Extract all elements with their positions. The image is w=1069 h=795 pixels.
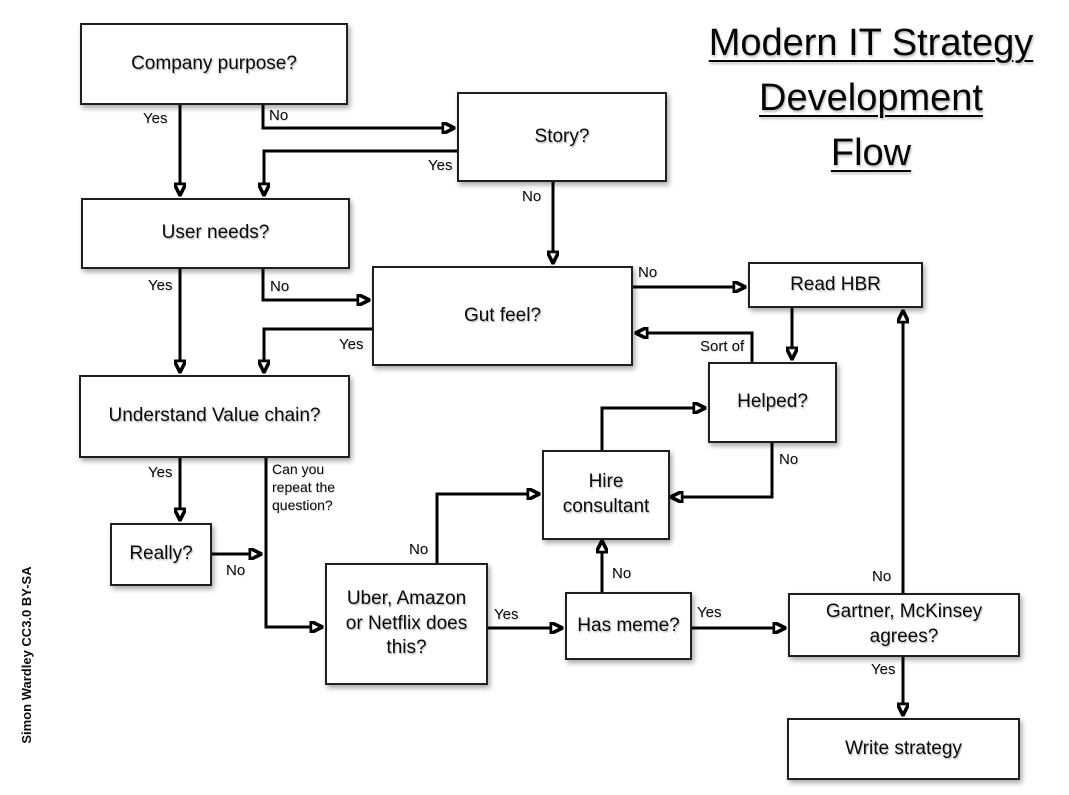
- node-user-needs-label: User needs?: [161, 222, 270, 244]
- node-uber-amazon-netflix-label: Uber, Amazon or Netflix does this?: [345, 587, 468, 659]
- node-company-purpose: Company purpose?: [80, 23, 348, 105]
- node-read-hbr: Read HBR: [748, 262, 923, 308]
- node-uber-amazon-netflix: Uber, Amazon or Netflix does this?: [325, 563, 488, 685]
- node-hire-consultant-label: Hire consultant: [562, 471, 650, 517]
- arrow-user-no-to-gut-feel: [261, 269, 358, 300]
- arrow-helped-sort-of-to-gut-feel: [647, 333, 754, 362]
- node-read-hbr-label: Read HBR: [790, 273, 881, 295]
- node-has-meme-label: Has meme?: [577, 614, 680, 636]
- node-hire-consultant: Hire consultant: [542, 450, 670, 540]
- node-helped-label: Helped?: [737, 391, 808, 413]
- arrow-uber-no-to-hire: [435, 494, 528, 563]
- arrow-company-no-to-story: [261, 105, 443, 128]
- edge-label-gut-feel-yes: Yes: [339, 336, 364, 353]
- node-user-needs: User needs?: [81, 198, 350, 269]
- arrow-value-repeat-to-uber: [264, 458, 311, 627]
- node-really-label: Really?: [129, 543, 193, 565]
- node-has-meme: Has meme?: [565, 592, 692, 660]
- edge-label-gartner-no: No: [872, 568, 892, 585]
- edge-label-helped-no: No: [779, 451, 799, 468]
- node-understand-value-chain-label: Understand Value chain?: [108, 405, 321, 427]
- edge-label-company-yes: Yes: [143, 110, 168, 127]
- edge-label-repeat-question: Can you repeat the question?: [272, 461, 336, 513]
- arrow-gut-yes-to-value-chain: [264, 327, 372, 361]
- attribution-text: Simon Wardley CC3.0 BY-SA: [19, 566, 34, 744]
- arrow-story-yes-to-user-needs: [264, 149, 457, 184]
- edge-label-uber-yes: Yes: [494, 606, 519, 623]
- node-gartner-mckinsey: Gartner, McKinsey agrees?: [788, 593, 1020, 657]
- node-gartner-mckinsey-label: Gartner, McKinsey agrees?: [825, 601, 983, 647]
- diagram-title-line-1: Modern IT Strategy: [708, 22, 1034, 64]
- node-helped: Helped?: [708, 362, 837, 443]
- diagram-title-line-3: Flow: [830, 132, 912, 174]
- edge-label-value-chain-yes: Yes: [148, 464, 173, 481]
- node-write-strategy: Write strategy: [787, 718, 1020, 780]
- edge-label-story-no: No: [522, 188, 542, 205]
- node-really: Really?: [110, 523, 212, 586]
- node-story: Story?: [457, 92, 667, 182]
- node-gut-feel: Gut feel?: [372, 266, 633, 366]
- edge-label-story-yes: Yes: [428, 157, 453, 174]
- edge-label-company-no: No: [269, 107, 289, 124]
- arrow-helped-no-to-hire: [682, 443, 774, 497]
- node-understand-value-chain: Understand Value chain?: [79, 375, 350, 458]
- diagram-title: Modern IT Strategy Development Flow: [668, 16, 1069, 181]
- arrow-hire-to-helped: [600, 408, 694, 450]
- edge-label-has-meme-no: No: [612, 565, 632, 582]
- edge-label-sort-of: Sort of: [700, 338, 745, 355]
- diagram-title-line-2: Development: [759, 77, 983, 119]
- edge-label-has-meme-yes: Yes: [697, 604, 722, 621]
- edge-label-gut-feel-no: No: [638, 264, 658, 281]
- node-company-purpose-label: Company purpose?: [131, 52, 297, 74]
- edge-label-really-no: No: [226, 562, 246, 579]
- node-write-strategy-label: Write strategy: [845, 737, 962, 759]
- edge-label-user-needs-yes: Yes: [148, 277, 173, 294]
- node-gut-feel-label: Gut feel?: [463, 304, 542, 326]
- edge-label-uber-no: No: [409, 541, 429, 558]
- node-story-label: Story?: [534, 125, 590, 147]
- edge-label-user-needs-no: No: [270, 278, 290, 295]
- edge-label-gartner-yes: Yes: [871, 661, 896, 678]
